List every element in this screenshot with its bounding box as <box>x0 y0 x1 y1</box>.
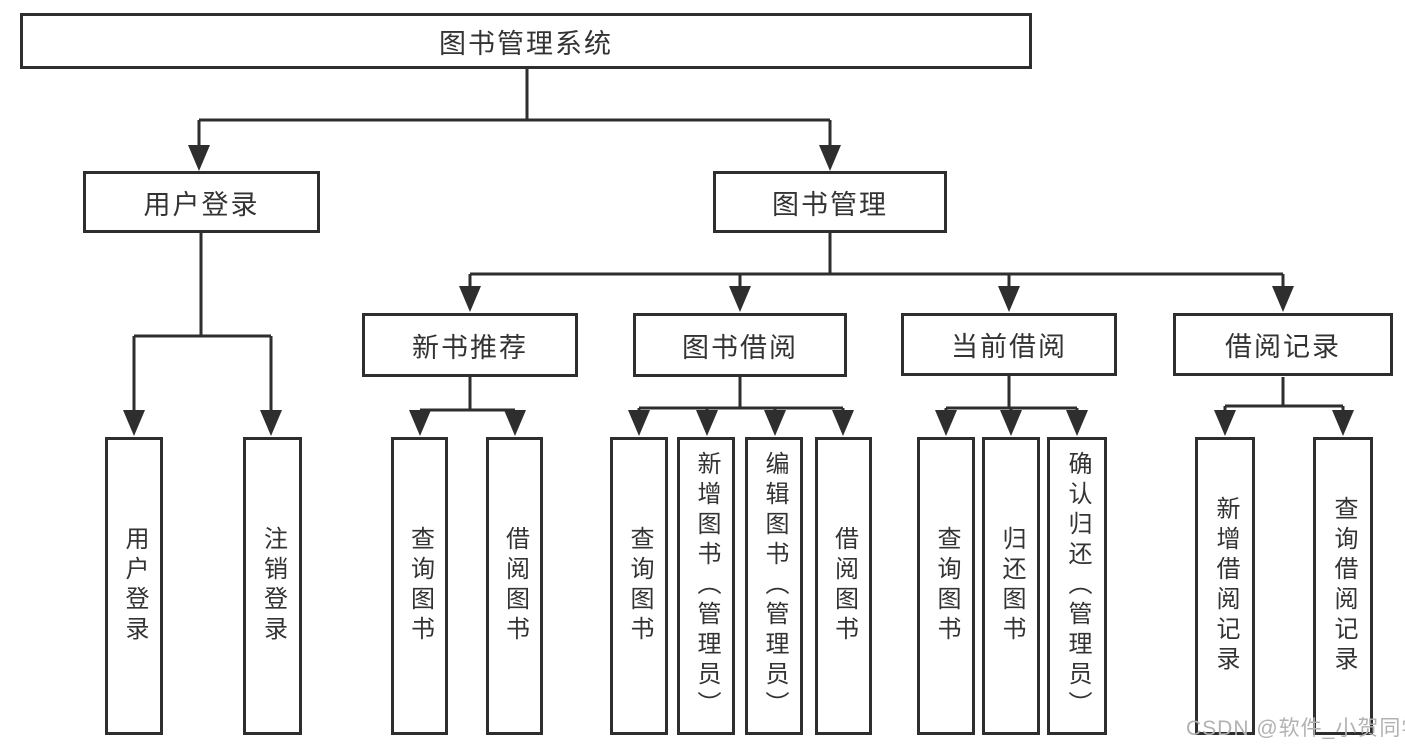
node-borrow-record-label: 借阅记录 <box>1225 332 1341 362</box>
node-book-management-label: 图书管理 <box>772 189 888 220</box>
node-root: 图书管理系统 <box>20 13 1032 69</box>
node-root-label: 图书管理系统 <box>439 28 613 59</box>
leaf-cb-confirm-return: 确认归还（管理员） <box>1047 437 1107 735</box>
leaf-nb-borrow-book-label: 借阅图书 <box>501 526 529 646</box>
node-user-login: 用户登录 <box>83 171 320 233</box>
leaf-logout: 注销登录 <box>243 437 302 735</box>
leaf-bb-edit-book: 编辑图书（管理员） <box>745 437 803 735</box>
leaf-nb-query-book: 查询图书 <box>391 437 448 735</box>
leaf-cb-query-book-label: 查询图书 <box>933 526 960 646</box>
leaf-bb-borrow-book: 借阅图书 <box>815 437 872 735</box>
node-book-management: 图书管理 <box>713 171 947 233</box>
leaf-logout-label: 注销登录 <box>259 526 287 646</box>
leaf-user-login: 用户登录 <box>105 437 163 735</box>
leaf-cb-return-book-label: 归还图书 <box>998 526 1025 646</box>
leaf-nb-query-book-label: 查询图书 <box>406 526 434 646</box>
leaf-user-login-label: 用户登录 <box>121 526 148 646</box>
leaf-bb-add-book-label: 新增图书（管理员） <box>693 451 720 721</box>
leaf-bb-add-book: 新增图书（管理员） <box>677 437 735 735</box>
node-book-borrow: 图书借阅 <box>633 313 847 377</box>
node-new-book-recommend: 新书推荐 <box>362 313 578 377</box>
leaf-cb-query-book: 查询图书 <box>917 437 975 735</box>
leaf-bb-borrow-book-label: 借阅图书 <box>830 526 858 646</box>
leaf-br-query-record: 查询借阅记录 <box>1313 437 1373 735</box>
leaf-bb-edit-book-label: 编辑图书（管理员） <box>761 451 788 721</box>
node-user-login-label: 用户登录 <box>143 189 260 220</box>
node-book-borrow-label: 图书借阅 <box>682 332 798 363</box>
leaf-br-add-record-label: 新增借阅记录 <box>1212 496 1239 676</box>
leaf-nb-borrow-book: 借阅图书 <box>486 437 543 735</box>
csdn-watermark: CSDN @软件_小贺同学 <box>1186 717 1405 740</box>
node-current-borrow: 当前借阅 <box>901 313 1117 376</box>
leaf-bb-query-book-label: 查询图书 <box>626 526 653 646</box>
leaf-bb-query-book: 查询图书 <box>610 437 668 735</box>
node-new-book-recommend-label: 新书推荐 <box>412 332 528 363</box>
leaf-cb-confirm-return-label: 确认归还（管理员） <box>1064 451 1091 721</box>
node-current-borrow-label: 当前借阅 <box>951 332 1067 362</box>
leaf-br-query-record-label: 查询借阅记录 <box>1330 496 1357 676</box>
node-borrow-record: 借阅记录 <box>1173 313 1393 376</box>
leaf-br-add-record: 新增借阅记录 <box>1195 437 1255 735</box>
leaf-cb-return-book: 归还图书 <box>982 437 1040 735</box>
